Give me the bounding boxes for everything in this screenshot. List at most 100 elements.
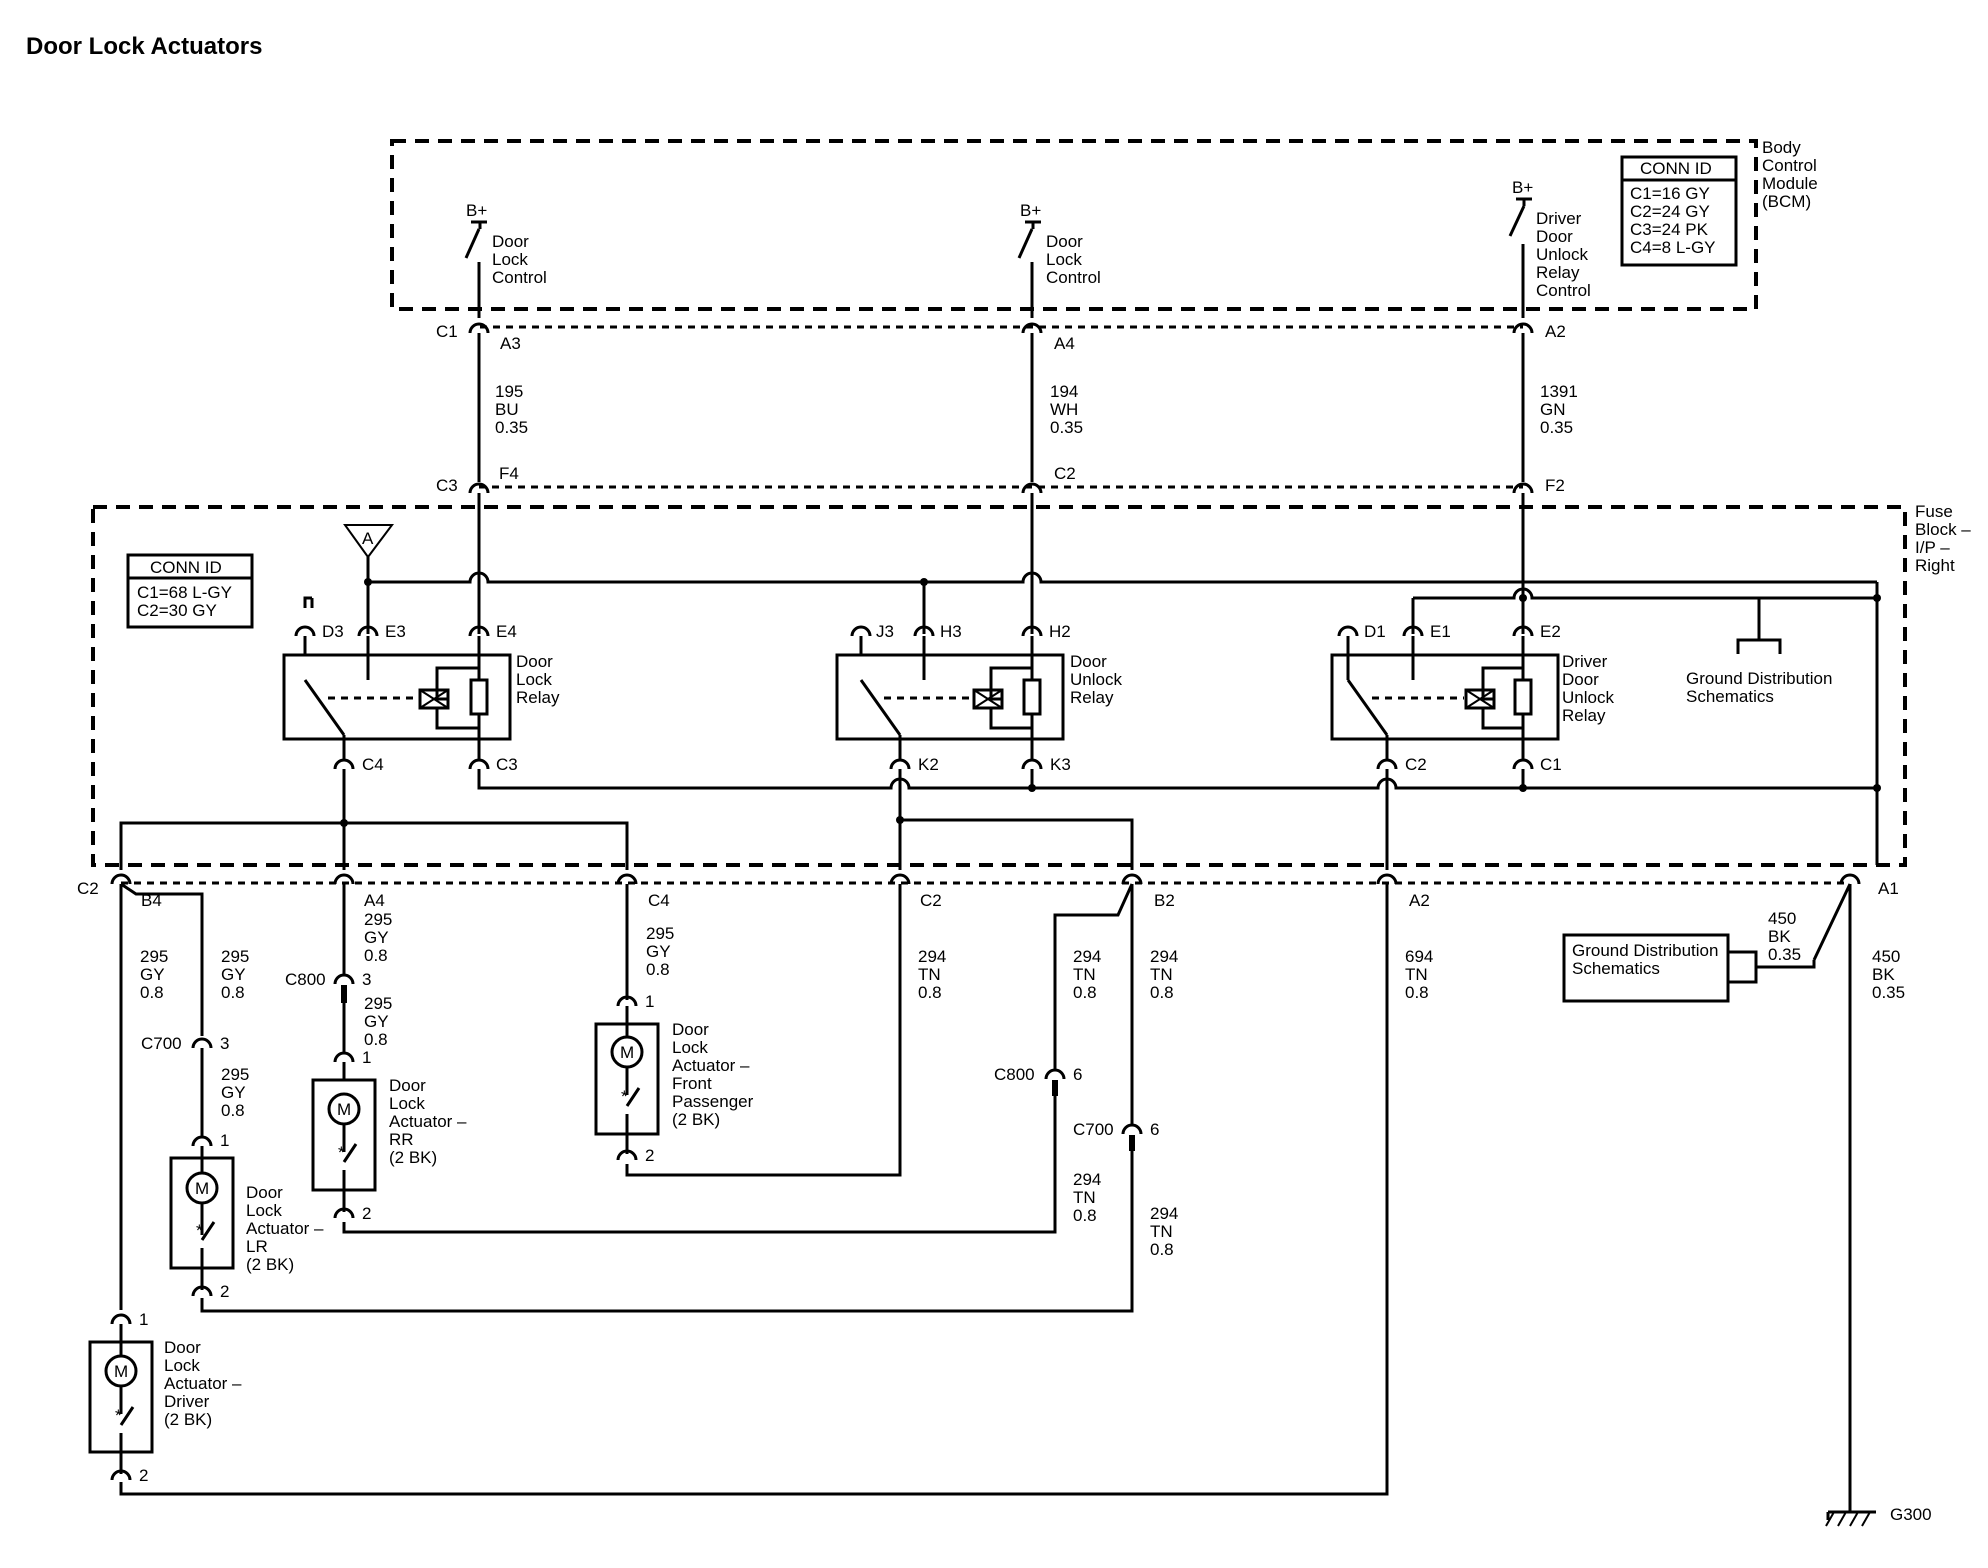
wire-color: GN [1540,400,1566,419]
ground-g300-symbol: G300 [1825,1505,1932,1527]
relay-label: Unlock [1562,688,1614,707]
switch-label: Control [1536,281,1591,300]
actuator-pin: 1 [645,992,654,1011]
switch-label: Lock [1046,250,1082,269]
wire-gauge: 0.8 [364,1030,388,1049]
fuse-conn-c2-bottom: C2 [77,879,99,898]
inline-conn-name: C800 [285,970,326,989]
relay-pin: K2 [918,755,939,774]
switch-label: Driver [1536,209,1582,228]
wire-color: GY [364,1012,389,1031]
relay-label: Relay [1562,706,1606,725]
bcm-conn-id-2: C2=24 GY [1630,202,1710,221]
relay-label: Unlock [1070,670,1122,689]
fuse-block-name-2: Block – [1915,520,1971,539]
wire-color: BK [1768,927,1791,946]
inline-conn-pin: 6 [1073,1065,1082,1084]
inline-conn-pin: 3 [220,1034,229,1053]
wire-gauge: 0.35 [495,418,528,437]
bcm-conn-c1: C1 [436,322,458,341]
actuator-star: * [196,1221,203,1240]
actuator-label: Door [164,1338,201,1357]
wire-color: TN [1150,965,1173,984]
fuse-pin-c4: C4 [648,891,670,910]
actuator-label: Front [672,1074,712,1093]
actuator-pin: 2 [362,1204,371,1223]
wire-color: TN [1073,965,1096,984]
fuse-conn-c3: C3 [436,476,458,495]
relay-label: Relay [1070,688,1114,707]
relay-pin: E2 [1540,622,1561,641]
relay-pin: K3 [1050,755,1071,774]
relay-pin: H2 [1049,622,1071,641]
relay-pin: C2 [1405,755,1427,774]
wire-circuit: 294 [1073,947,1101,966]
wire-color: BK [1872,965,1895,984]
actuator-label: Driver [164,1392,210,1411]
relay-pin: E1 [1430,622,1451,641]
actuator-label: (2 BK) [246,1255,294,1274]
wire-circuit: 194 [1050,382,1078,401]
fuse-pin-c2: C2 [1054,464,1076,483]
switch-label: Door [1046,232,1083,251]
wire-gauge: 0.8 [221,983,245,1002]
wire-circuit: 295 [221,947,249,966]
relay-label: Door [516,652,553,671]
fuse-pin-b2: B2 [1154,891,1175,910]
wire-circuit: 295 [646,924,674,943]
wire-color: GY [364,928,389,947]
relay-pin: C4 [362,755,384,774]
wire-gauge: 0.8 [1405,983,1429,1002]
actuator-label: Actuator – [246,1219,324,1238]
actuator-label: Actuator – [389,1112,467,1131]
wire-circuit: 195 [495,382,523,401]
ground-ref2-1: Ground Distribution [1572,941,1718,960]
actuator-label: (2 BK) [672,1110,720,1129]
wire-gauge: 0.8 [364,946,388,965]
driver-door-unlock-relay: D1 E1 E2 Driver Door Unlock Relay C2 C1 [1330,622,1614,774]
switch-label: Relay [1536,263,1580,282]
switch-label: Control [492,268,547,287]
wire-circuit: 295 [364,910,392,929]
fuse-bottom-connector: C2 B4 A4 C4 C2 B2 A2 A1 [77,873,1899,910]
feed-a-symbol: A [343,524,394,634]
fuse-block-name-4: Right [1915,556,1955,575]
motor-label: M [114,1362,128,1381]
wire-circuit: 294 [1150,947,1178,966]
relay-pin: J3 [876,622,894,641]
wire-gauge: 0.8 [221,1101,245,1120]
wire-circuit: 1391 [1540,382,1578,401]
bcm-to-fuse-wires: 195 BU 0.35 194 WH 0.35 1391 GN 0.35 [477,333,1578,482]
ground-label: G300 [1890,1505,1932,1524]
actuator-pin: 2 [645,1146,654,1165]
fuse-conn-id-header: CONN ID [150,558,222,577]
wire-gauge: 0.8 [646,960,670,979]
wire-color: GY [140,965,165,984]
wire-gauge: 0.8 [140,983,164,1002]
bcm-name-4: (BCM) [1762,192,1811,211]
actuator-label: Lock [672,1038,708,1057]
ground-ref2-2: Schematics [1572,959,1660,978]
wire-gauge: 0.35 [1050,418,1083,437]
fuse-pin-c2: C2 [920,891,942,910]
inline-conn-pin: 6 [1150,1120,1159,1139]
switch-label: Unlock [1536,245,1588,264]
actuator-driver: 1 M * 2 Door Lock Actuator – Driver (2 B… [88,1310,242,1485]
relay-pin: E3 [385,622,406,641]
switch-label: Door [492,232,529,251]
switch-label: Door [1536,227,1573,246]
actuator-pin: 2 [139,1466,148,1485]
wire-color: GY [646,942,671,961]
bcm-pin-a4: A4 [1054,334,1075,353]
actuator-label: Actuator – [672,1056,750,1075]
actuator-label: Lock [389,1094,425,1113]
wire-gauge: 0.8 [918,983,942,1002]
door-unlock-relay: J3 H3 H2 Door Unlock Relay K2 K3 [835,622,1122,774]
fuse-pin-f2: F2 [1545,476,1565,495]
relay-pin: H3 [940,622,962,641]
harness-wiring: Ground Distribution Schematics G300 [119,882,1932,1527]
bcm-conn-id-1: C1=16 GY [1630,184,1710,203]
wire-color: TN [1150,1222,1173,1241]
actuator-label: (2 BK) [389,1148,437,1167]
